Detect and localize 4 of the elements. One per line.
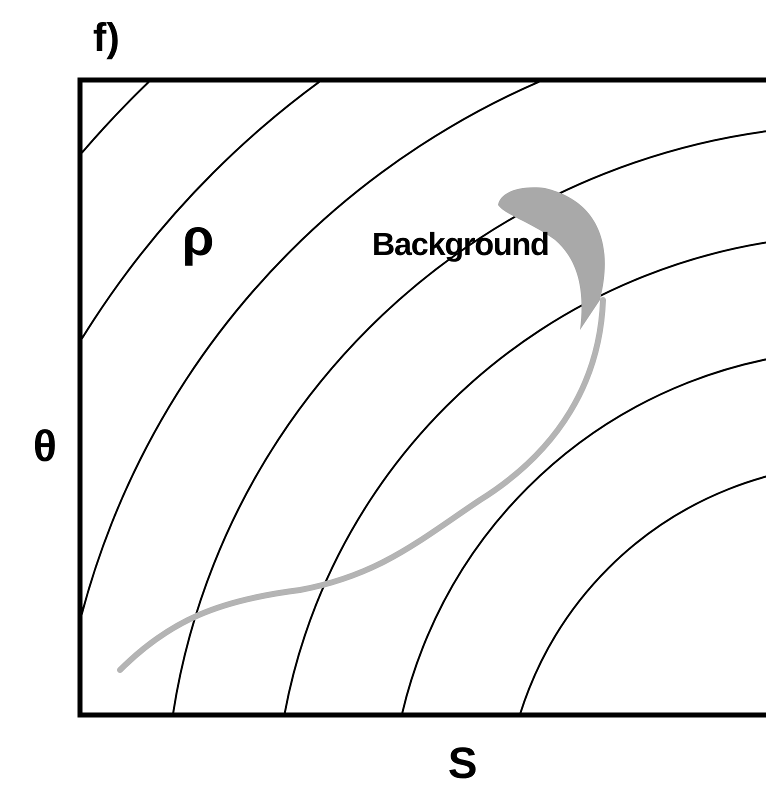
axis-label: S	[448, 742, 478, 786]
axis-label: θ	[33, 425, 57, 469]
panel-label: f)	[93, 18, 120, 58]
density-symbol: ρ	[182, 212, 214, 264]
